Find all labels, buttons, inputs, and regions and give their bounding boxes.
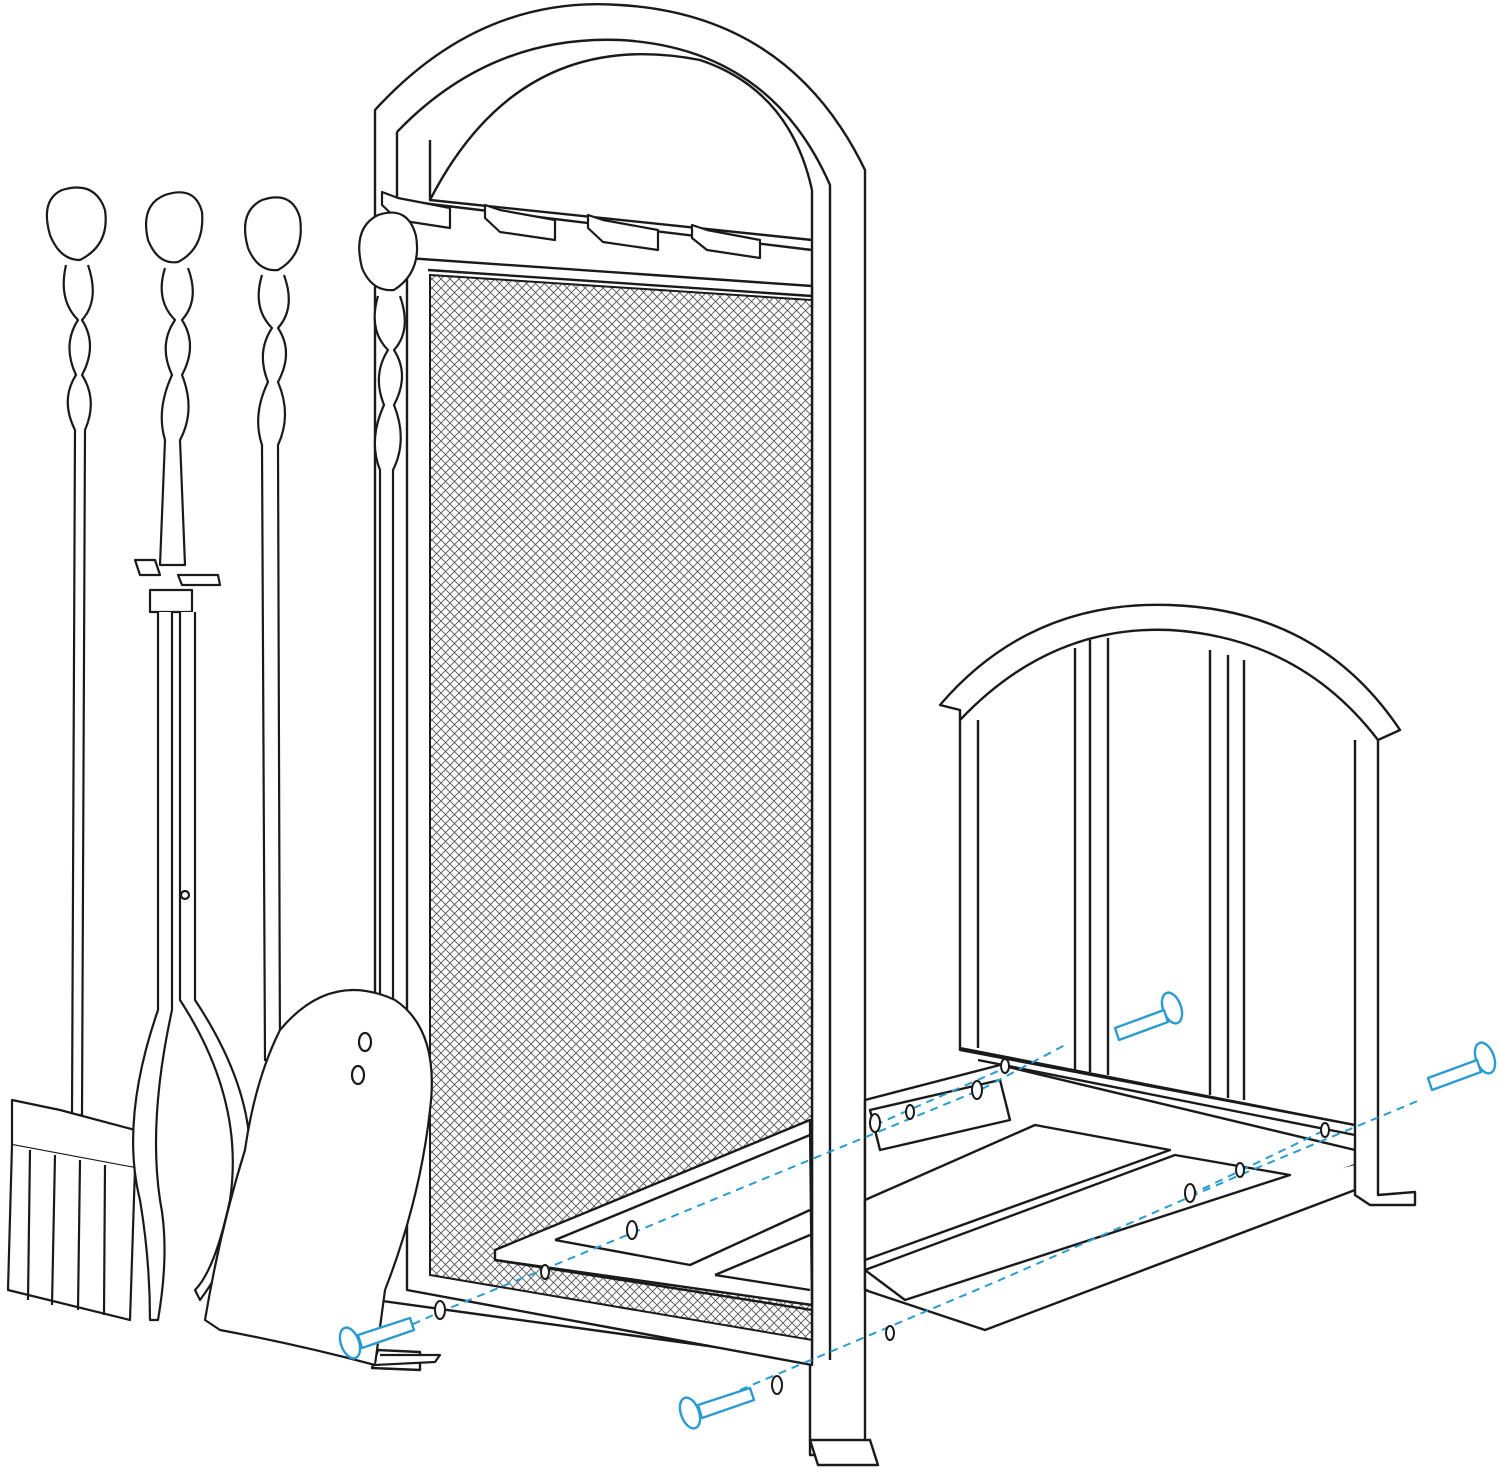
screw-front-left [338,1316,416,1360]
log-holder-base [493,1063,1357,1332]
back-arch-frame [938,603,1417,1207]
mesh-screen [429,273,813,1342]
brush [6,186,137,1322]
screw-back-left [1113,991,1184,1042]
screw-front-bottom [678,1386,756,1430]
screw-back-right [1426,1041,1497,1092]
tongs [132,191,252,1322]
screw-holes [434,1058,1330,1395]
poker [244,196,302,1062]
assembly-guide-lines [399,1044,1421,1391]
shovel [203,211,442,1367]
